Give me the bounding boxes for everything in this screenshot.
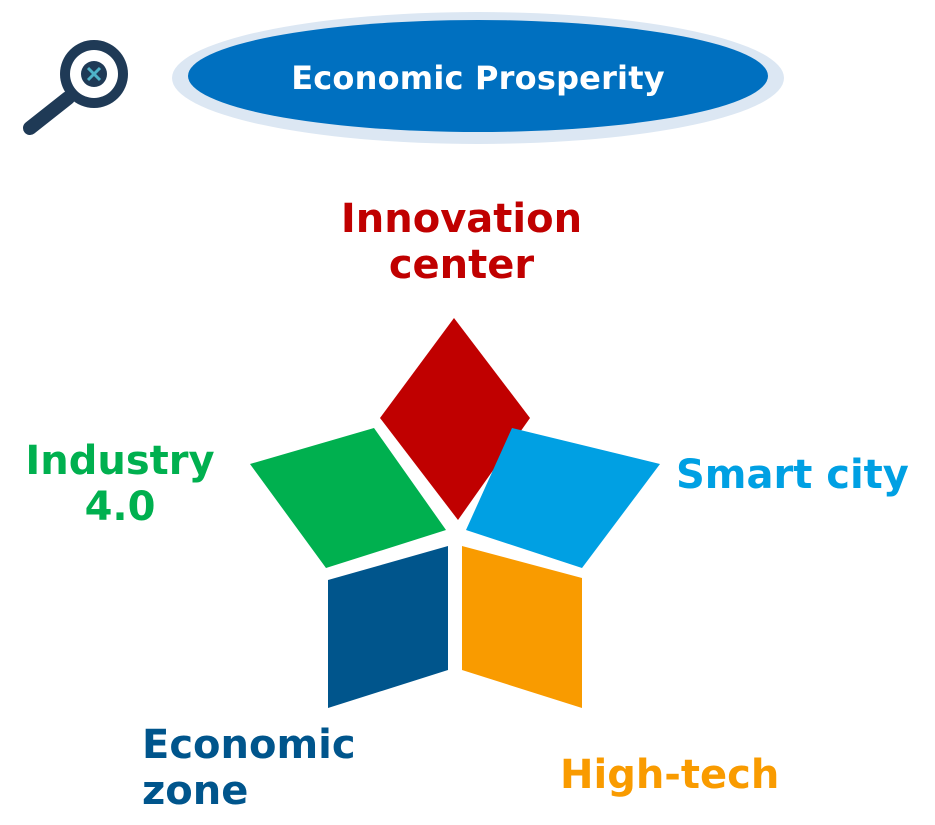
- label-innovation-center: Innovation center: [340, 196, 583, 288]
- title-pill: [172, 12, 784, 144]
- label-economic-zone: Economic zone: [142, 722, 356, 814]
- petal-innovation-center: [380, 318, 530, 520]
- petal-industry-40: [250, 428, 446, 568]
- label-high-tech: High-tech: [560, 752, 780, 798]
- label-industry-40: Industry 4.0: [25, 438, 215, 530]
- label-smart-city: Smart city: [676, 452, 909, 498]
- magnifier-icon: [23, 40, 128, 135]
- petal-high-tech: [462, 546, 582, 708]
- petal-economic-zone: [328, 546, 448, 708]
- petal-smart-city: [466, 428, 660, 568]
- page-title: Economic Prosperity: [291, 59, 665, 97]
